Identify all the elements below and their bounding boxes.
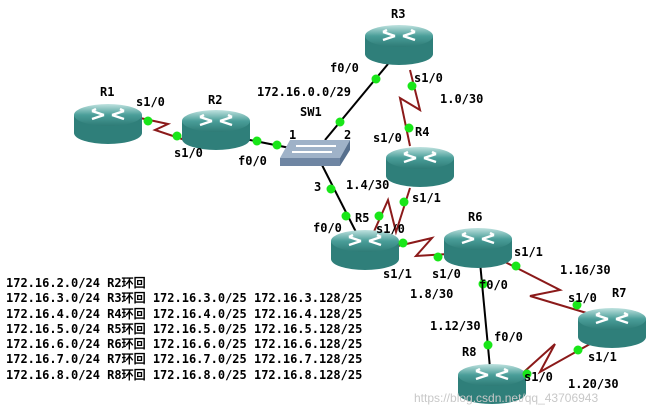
iface-label: 2 [344, 128, 351, 142]
iface-label: f0/0 [238, 154, 267, 168]
loopback-line: 172.16.5.0/24 R5环回 172.16.5.0/25 172.16.… [6, 321, 363, 336]
link-r6-r7 [504, 261, 591, 315]
port-dots [143, 74, 583, 379]
label-r2: R2 [208, 93, 222, 107]
router-r5[interactable] [329, 228, 401, 272]
link-sw1-r5 [321, 164, 357, 233]
subnet-label: 1.4/30 [346, 178, 389, 192]
label-r4: R4 [415, 125, 429, 139]
router-r7[interactable] [576, 306, 648, 350]
label-sw1: SW1 [300, 105, 322, 119]
link-r5-r6 [397, 236, 449, 258]
label-r3: R3 [391, 7, 405, 21]
link-r8-r7 [514, 343, 591, 381]
loopback-line: 172.16.3.0/24 R3环回 172.16.3.0/25 172.16.… [6, 291, 363, 306]
label-r1: R1 [100, 85, 114, 99]
iface-label: s1/0 [568, 291, 597, 305]
subnet-label: 1.16/30 [560, 263, 611, 277]
router-r3[interactable] [363, 23, 435, 67]
iface-label: f0/0 [494, 330, 523, 344]
iface-label: s1/0 [373, 131, 402, 145]
subnet-label: 1.20/30 [568, 377, 619, 391]
loopback-line: 172.16.7.0/24 R7环回 172.16.7.0/25 172.16.… [6, 352, 363, 367]
subnet-label: 1.0/30 [440, 92, 483, 106]
subnet-label: 172.16.0.0/29 [257, 85, 351, 99]
router-r6[interactable] [442, 226, 514, 270]
iface-label: s1/1 [588, 350, 617, 364]
router-r2[interactable] [180, 108, 252, 152]
loopback-line: 172.16.6.0/24 R6环回 172.16.6.0/25 172.16.… [6, 337, 363, 352]
iface-label: 1 [289, 128, 296, 142]
iface-label: 3 [314, 180, 321, 194]
iface-label: s1/0 [136, 95, 165, 109]
iface-label: s1/1 [514, 245, 543, 259]
iface-label: f0/0 [313, 221, 342, 235]
serial-links [139, 69, 591, 381]
iface-label: s1/0 [524, 370, 553, 384]
iface-label: s1/1 [383, 267, 412, 281]
router-r1[interactable] [72, 102, 144, 146]
iface-label: s1/1 [412, 191, 441, 205]
label-r7: R7 [612, 286, 626, 300]
iface-label: s1/0 [174, 146, 203, 160]
label-r6: R6 [468, 210, 482, 224]
loopback-line: 172.16.4.0/24 R4环回 172.16.4.0/25 172.16.… [6, 306, 363, 321]
subnet-label: 1.12/30 [430, 319, 481, 333]
link-r6-r8 [479, 261, 491, 369]
subnet-label: 1.8/30 [410, 287, 453, 301]
link-r1-r2 [139, 117, 186, 141]
iface-label: f0/0 [479, 278, 508, 292]
watermark: https://blog.csdn.net/qq_43706943 [414, 391, 599, 405]
iface-label: f0/0 [330, 61, 359, 75]
switch-sw1[interactable] [280, 140, 350, 166]
label-r5: R5 [355, 211, 369, 225]
link-r3-r4 [398, 69, 422, 147]
iface-label: s1/0 [414, 71, 443, 85]
loopback-line: 172.16.2.0/24 R2环回 [6, 276, 146, 290]
iface-label: s1/0 [432, 267, 461, 281]
iface-label: s1/0 [376, 222, 405, 236]
label-r8: R8 [462, 345, 476, 359]
loopback-line: 172.16.8.0/24 R8环回 172.16.8.0/25 172.16.… [6, 367, 363, 382]
router-r4[interactable] [384, 145, 456, 189]
